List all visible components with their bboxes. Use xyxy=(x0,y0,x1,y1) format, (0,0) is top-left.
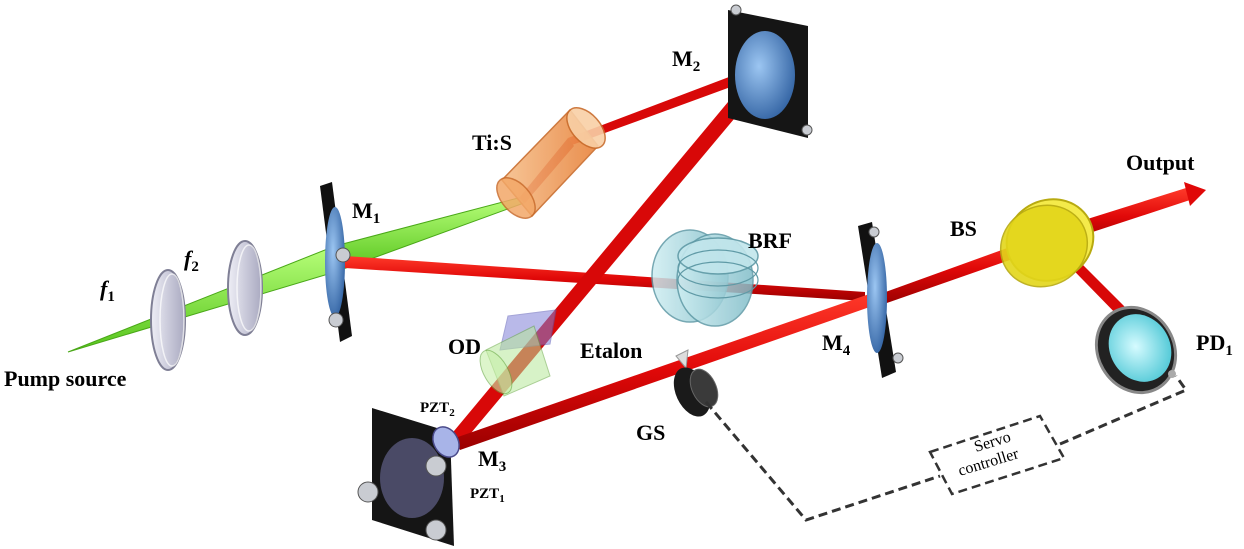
pump-beam xyxy=(67,196,525,353)
lens-f2 xyxy=(227,240,263,336)
servo-cable xyxy=(704,375,1189,522)
mirror-m3 xyxy=(357,408,460,546)
label-pump-source: Pump source xyxy=(4,366,127,391)
label-pzt1: PZT1 xyxy=(470,486,505,505)
label-pzt2: PZT2 xyxy=(420,400,455,419)
label-tis: Ti:S xyxy=(472,130,512,155)
mirror-m4 xyxy=(858,222,904,378)
label-brf: BRF xyxy=(748,228,792,253)
birefringent-filter xyxy=(651,229,759,327)
mirror-m1 xyxy=(320,182,352,342)
label-pd1: PD1 xyxy=(1196,330,1233,359)
label-output: Output xyxy=(1126,150,1195,175)
mirror-m2 xyxy=(728,4,813,138)
label-gs: GS xyxy=(636,420,665,445)
photodiode xyxy=(1094,305,1178,395)
label-etalon: Etalon xyxy=(580,338,642,363)
label-bs: BS xyxy=(950,216,977,241)
label-m1: M1 xyxy=(352,198,380,227)
tis-crystal xyxy=(496,107,606,219)
lens-f1 xyxy=(150,269,186,371)
label-f2: f2 xyxy=(184,246,199,275)
component-labels: M1 M2 M3 M4 Ti:S BRF BS Output PD1 Etalo… xyxy=(4,46,1233,505)
galvo-scanner xyxy=(673,349,719,417)
label-m2: M2 xyxy=(672,46,700,75)
label-od: OD xyxy=(448,334,481,359)
label-m3: M3 xyxy=(478,446,506,475)
optical-diode xyxy=(479,309,557,397)
label-m4: M4 xyxy=(822,330,851,359)
label-f1: f1 xyxy=(100,276,115,305)
beam-splitter xyxy=(999,198,1095,288)
servo-controller-box: Servo controller xyxy=(928,414,1066,496)
